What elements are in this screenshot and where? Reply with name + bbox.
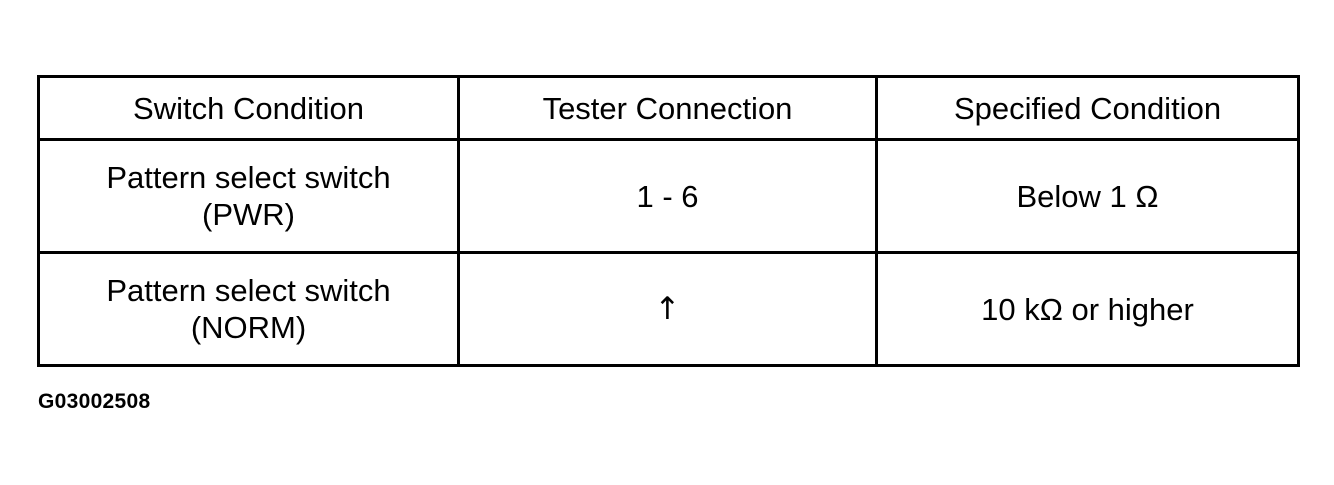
table-row: Pattern select switch (NORM) ↑ 10 kΩ or … [37, 251, 1300, 367]
switch-position: (PWR) [202, 197, 295, 232]
switch-name: Pattern select switch [106, 273, 391, 308]
figure-id: G03002508 [38, 390, 151, 413]
header-specified-condition: Specified Condition [875, 75, 1300, 141]
header-switch-condition: Switch Condition [37, 75, 460, 141]
specified-condition-cell: 10 kΩ or higher [875, 251, 1300, 367]
header-tester-connection: Tester Connection [457, 75, 878, 141]
specification-table: Switch Condition Tester Connection Speci… [37, 75, 1300, 367]
specified-condition-cell: Below 1 Ω [875, 138, 1300, 254]
switch-position: (NORM) [190, 310, 307, 345]
tester-connection-same-arrow: ↑ [457, 251, 878, 367]
switch-condition-cell: Pattern select switch (NORM) [37, 251, 460, 367]
table-row: Pattern select switch (PWR) 1 - 6 Below … [37, 138, 1300, 254]
switch-name: Pattern select switch [106, 160, 391, 195]
switch-condition-cell: Pattern select switch (PWR) [37, 138, 460, 254]
tester-connection-cell: 1 - 6 [457, 138, 878, 254]
table-header-row: Switch Condition Tester Connection Speci… [37, 75, 1300, 141]
